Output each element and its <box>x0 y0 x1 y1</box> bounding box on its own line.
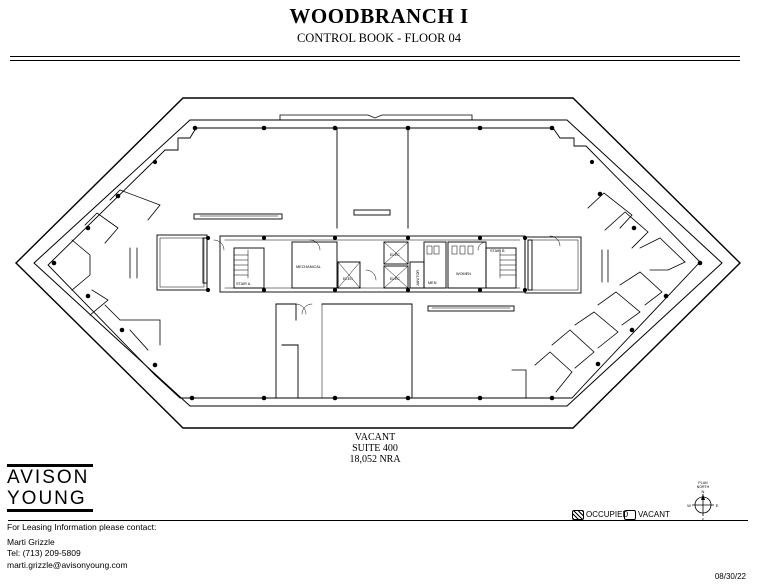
suite-boundary <box>47 127 701 399</box>
building-outline <box>15 97 741 429</box>
compass-e: E <box>716 503 719 508</box>
janitor-label: JANITOR <box>416 270 420 286</box>
mechanical-label: MECHANICAL <box>296 265 321 269</box>
elec-label-1: ELEC <box>343 277 353 281</box>
suite-status: VACANT <box>354 432 396 443</box>
elec-label-3: ELEC <box>390 277 400 281</box>
contact-block: For Leasing Information please contact: … <box>7 522 156 571</box>
page-subtitle: CONTROL BOOK - FLOOR 04 <box>296 31 462 45</box>
compass-n: N <box>702 489 705 494</box>
vacant-swatch-icon <box>624 510 636 520</box>
plan-date: 08/30/22 <box>714 572 746 581</box>
elec-label-2: ELEC <box>390 253 400 257</box>
legend-occupied-label: OCCUPIED <box>586 510 629 520</box>
compass-s: S <box>702 517 705 522</box>
women-label: WOMEN <box>456 272 471 276</box>
columns <box>51 125 703 401</box>
men-label: MEN <box>428 281 437 285</box>
south-offices <box>275 303 413 399</box>
header-rule-secondary <box>10 60 740 61</box>
logo-line-1: AVISON <box>7 467 90 488</box>
compass-label-1: PLAN <box>698 481 708 485</box>
suite-info: VACANT SUITE 400 18,052 NRA <box>330 432 420 465</box>
avison-young-logo: AVISON YOUNG <box>7 464 93 512</box>
contact-heading: For Leasing Information please contact: <box>7 522 157 532</box>
header-rule <box>10 56 740 57</box>
stair-b-label: STAIR B <box>490 249 505 253</box>
suite-number: SUITE 400 <box>352 443 398 454</box>
contact-phone: Tel: (713) 209-5809 <box>7 548 81 558</box>
north-arrow-icon: PLAN NORTH N W E S <box>687 481 719 522</box>
legend-vacant: VACANT <box>624 510 670 520</box>
building-core <box>156 234 582 294</box>
suite-area: 18,052 NRA <box>349 454 401 465</box>
logo-line-2: YOUNG <box>7 488 87 509</box>
building-inner-outline <box>33 119 723 407</box>
legend-vacant-label: VACANT <box>638 510 670 520</box>
left-offices <box>71 189 161 351</box>
right-offices <box>511 192 686 399</box>
compass-w: W <box>687 503 691 508</box>
legend-occupied: OCCUPIED <box>572 510 628 520</box>
contact-name: Marti Grizzle <box>7 536 55 547</box>
stair-a-label: STAIR A <box>236 282 251 286</box>
corridor-partitions <box>193 127 515 312</box>
contact-rule <box>8 520 748 521</box>
occupied-swatch-icon <box>572 510 584 520</box>
compass-label-2: NORTH <box>697 485 710 489</box>
page-title: WOODBRANCH I <box>289 4 469 28</box>
contact-email[interactable]: marti.grizzle@avisonyoung.com <box>7 559 128 570</box>
